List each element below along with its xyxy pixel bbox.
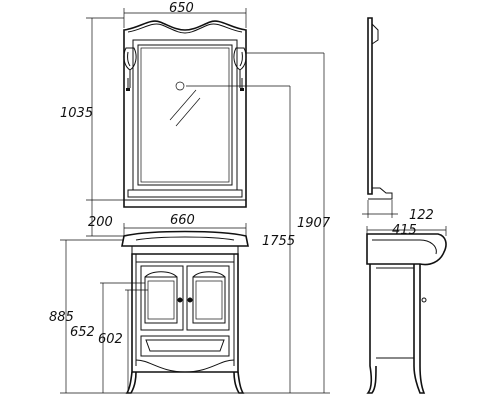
vanity-front-view — [121, 230, 249, 394]
dim-overall-height: 1907 — [297, 216, 331, 231]
dim-mirror-bottom: 1755 — [262, 234, 295, 249]
dim-counter-height: 652 — [70, 325, 95, 340]
mirror-reflection-mark — [169, 81, 201, 127]
dim-mirror-height: 1035 — [60, 106, 93, 121]
vanity-drawer — [140, 335, 230, 357]
left-sconce — [123, 47, 137, 91]
dim-mirror-gap: 200 — [88, 215, 113, 230]
vanity-side-profile — [366, 233, 447, 394]
dim-vanity-height: 885 — [49, 310, 74, 325]
left-door — [140, 265, 184, 331]
dim-mirror-width: 650 — [169, 1, 194, 16]
dim-mirror-depth: 122 — [409, 208, 434, 223]
mirror-glass-inset — [140, 47, 230, 183]
mirror-shelf — [127, 189, 243, 198]
mirror-outer-frame — [123, 20, 247, 208]
mirror-glass — [137, 44, 233, 186]
vanity-skirt — [135, 359, 235, 373]
side-view — [366, 17, 447, 394]
dim-vanity-width: 660 — [170, 213, 195, 228]
dim-door-height: 602 — [98, 332, 123, 347]
right-leg — [233, 371, 245, 394]
dimension-labels: 650 1035 200 660 1755 1907 885 652 602 1… — [49, 1, 434, 347]
dimension-lines — [60, 8, 447, 394]
right-sconce — [233, 47, 247, 91]
mirror-side-profile — [367, 17, 393, 200]
right-door — [186, 265, 230, 331]
dim-vanity-depth: 415 — [392, 223, 417, 238]
left-door-knob — [177, 297, 183, 303]
vanity-countertop — [121, 230, 249, 247]
mirror-top-crest — [127, 23, 243, 34]
mirror-front-view — [123, 20, 247, 208]
right-door-knob — [187, 297, 193, 303]
